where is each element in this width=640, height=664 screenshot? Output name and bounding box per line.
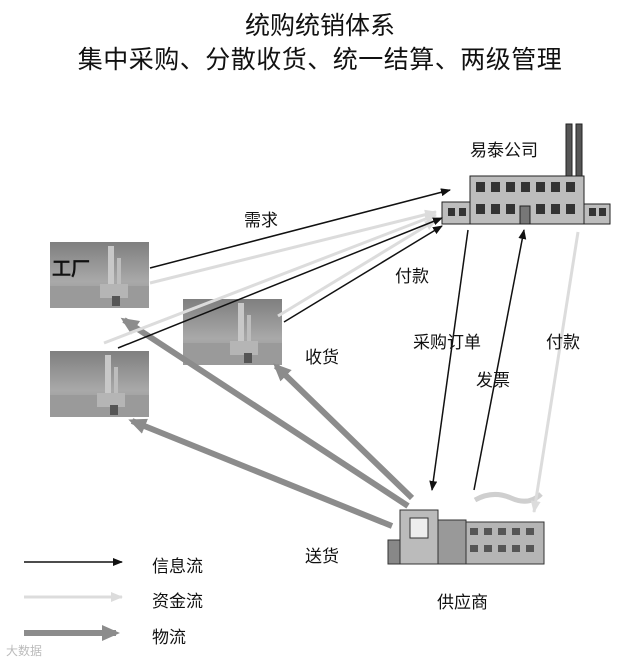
factory-image-2: [183, 299, 282, 365]
factory-image-1: [50, 242, 149, 308]
legend-goods-label: 物流: [152, 628, 186, 648]
diagram-title: 统购统销体系: [244, 11, 395, 40]
goods-flow-to-factory-2: [273, 363, 415, 501]
payment-factory-label: 付款: [395, 267, 429, 287]
info-flow-invoice: [473, 229, 527, 491]
purchase-order-label: 采购订单: [413, 333, 481, 353]
invoice-label: 发票: [476, 371, 510, 391]
goods-flow-to-factory-1: [120, 317, 410, 509]
company-building: [441, 123, 611, 225]
money-flow-factory-2: [277, 218, 437, 318]
factory-image-3: [50, 351, 149, 417]
payment-supplier-label: 付款: [546, 333, 580, 353]
watermark: 大数据: [6, 644, 43, 658]
legend: [24, 558, 123, 641]
factory-label: 工厂: [52, 258, 91, 280]
goods-flow-to-factory-3: [128, 418, 394, 529]
legend-money-label: 资金流: [152, 592, 203, 612]
money-flow-factory-3: [103, 213, 437, 345]
money-flow-factory-1: [149, 209, 437, 285]
info-flow-demand-factory-3: [117, 217, 443, 349]
info-flow-demand-factory-2: [283, 225, 443, 323]
demand-label: 需求: [244, 211, 278, 231]
diagram-subtitle: 集中采购、分散收货、统一结算、两级管理: [77, 45, 563, 74]
legend-info-label: 信息流: [152, 557, 203, 577]
company-label: 易泰公司: [470, 141, 538, 161]
info-flow-purchase-order: [429, 229, 469, 491]
supplier-building: [387, 492, 545, 565]
receipt-label: 收货: [305, 348, 339, 368]
info-flow-demand-factory-1: [149, 188, 451, 269]
supplier-label: 供应商: [437, 593, 488, 613]
delivery-label: 送货: [305, 547, 339, 567]
money-flow-to-supplier: [530, 231, 580, 513]
